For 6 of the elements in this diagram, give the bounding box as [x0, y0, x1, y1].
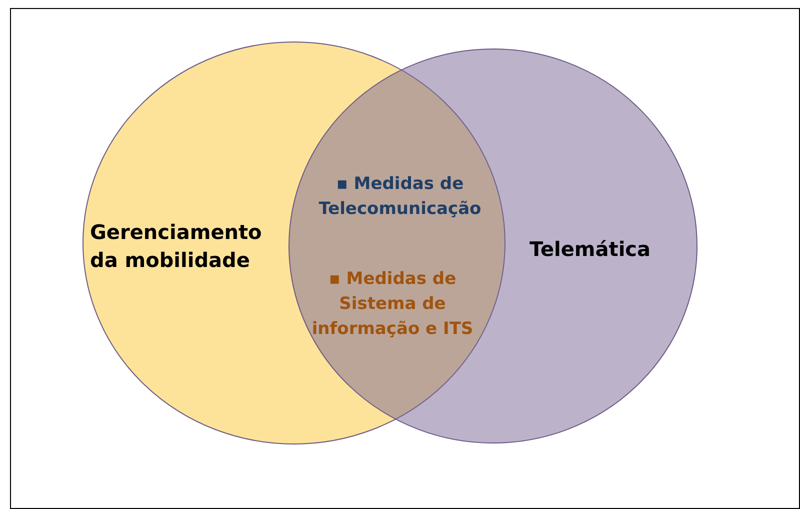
overlap-text: ▪ Medidas de Sistema de informação e ITS: [310, 268, 474, 341]
circle-label: Gerenciamento da mobilidade: [90, 219, 263, 274]
overlap-text: ▪ Medidas de Telecomunicação: [318, 173, 482, 221]
venn-circle: [288, 48, 698, 444]
venn-circle: [82, 42, 506, 444]
circle-label: Telemática: [528, 236, 652, 263]
